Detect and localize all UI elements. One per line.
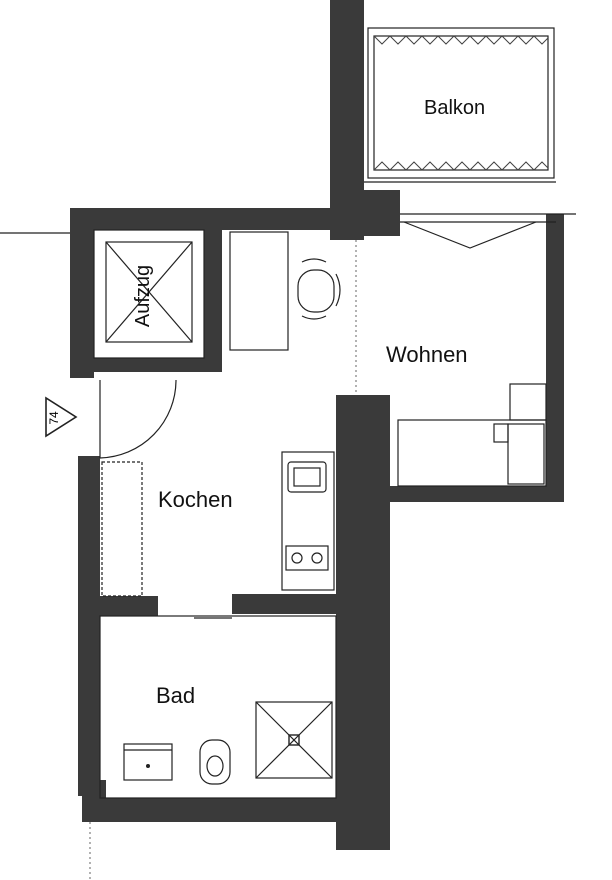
bed	[397, 419, 547, 487]
bed-side	[507, 423, 545, 485]
wall-aufzug-bottom	[94, 358, 222, 372]
chair-back	[335, 273, 341, 307]
sink	[287, 461, 327, 493]
balkon-area	[364, 27, 556, 183]
toilet	[199, 739, 231, 785]
room-label-kochen: Kochen	[158, 487, 233, 512]
washbasin-drain	[146, 764, 150, 768]
marker-number: 74	[47, 411, 61, 425]
window-sash	[403, 221, 537, 249]
balkon-outline	[367, 27, 555, 179]
kochen-area: Kochen	[101, 451, 335, 619]
wall-bad-bottom	[82, 798, 372, 822]
wall-divider-right	[232, 594, 336, 614]
balkon-inner	[373, 35, 549, 171]
wall-junction	[358, 190, 400, 236]
room-label-wohnen: Wohnen	[386, 342, 468, 367]
toilet-seat	[206, 755, 224, 777]
kitchen-unit	[281, 451, 335, 591]
elevator-frame	[93, 229, 205, 359]
wall-central-lower	[336, 395, 390, 850]
bad-outline	[99, 615, 337, 799]
balkon-railing-top	[373, 35, 549, 45]
chair-2	[301, 315, 327, 320]
sink-basin	[293, 467, 321, 487]
window-wohnen	[400, 213, 576, 249]
walls	[70, 0, 564, 850]
dining-table	[229, 231, 341, 351]
room-label-balkon: Balkon	[424, 97, 485, 119]
washbasin	[123, 743, 173, 781]
wohnen-area: Wohnen	[386, 342, 547, 487]
shower	[255, 701, 333, 779]
wall-top-hall	[70, 208, 362, 230]
wall-aufzug-right	[204, 225, 222, 370]
burner-2	[311, 552, 323, 564]
elevator: Aufzug	[93, 229, 205, 359]
wall-aufzug-left	[70, 208, 94, 378]
burner-1	[291, 552, 303, 564]
room-label-bad: Bad	[156, 683, 195, 708]
stove	[285, 545, 329, 571]
shower-drain	[288, 734, 300, 746]
wall-left-kochen-bad	[78, 456, 100, 796]
bed-headboard	[509, 383, 547, 421]
balkon-railing-bottom	[373, 161, 549, 171]
bad-area: Bad	[99, 615, 337, 799]
shower-diag-2	[255, 701, 333, 779]
chair-1	[301, 258, 327, 263]
room-label-aufzug: Aufzug	[132, 265, 154, 327]
elevator-cross-2	[105, 241, 193, 343]
wall-bad-corner	[82, 780, 106, 822]
counter-left	[101, 461, 143, 597]
chair-seat	[297, 269, 335, 313]
entrance: 74	[45, 379, 177, 459]
entrance-door-swing	[99, 379, 177, 459]
wall-wohnen-right	[546, 214, 564, 500]
wall-wohnen-bottom	[390, 486, 564, 502]
elevator-car	[105, 241, 193, 343]
bed-pillow	[493, 423, 509, 443]
table	[229, 231, 289, 351]
wall-divider-left	[100, 596, 158, 616]
marker-triangle	[45, 396, 78, 438]
